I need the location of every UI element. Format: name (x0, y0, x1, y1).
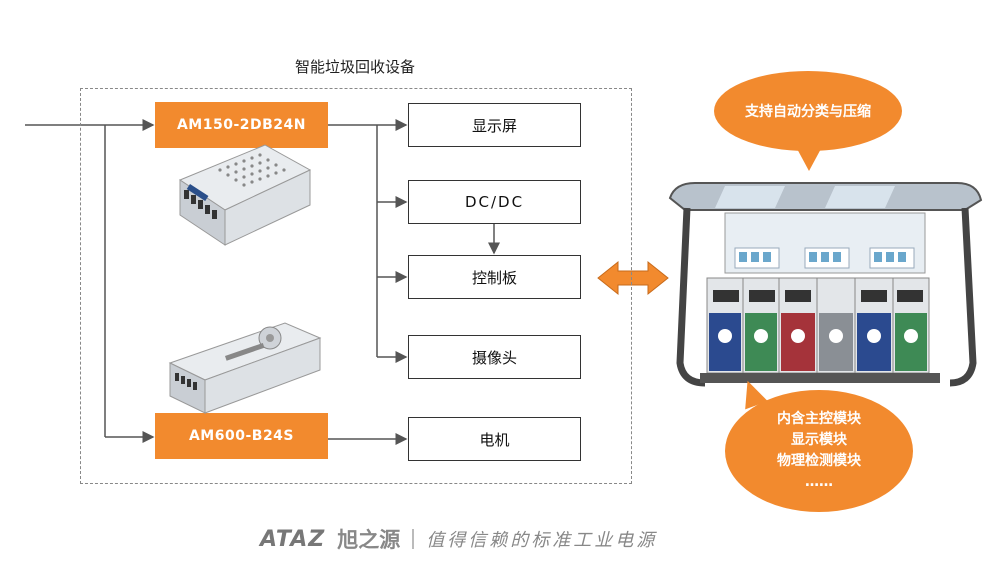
brand-logo-latin: ATAZ (260, 526, 326, 552)
psu-label-bottom: AM600-B24S (155, 413, 328, 459)
callout-bottom-line-2: 显示模块 (791, 432, 847, 448)
brand-slogan: 值得信赖的标准工业电源 (426, 530, 658, 551)
callout-top: 支持自动分类与压缩 (714, 71, 902, 151)
group-title: 智能垃圾回收设备 (294, 58, 415, 76)
callout-bottom-line-4: …… (805, 474, 833, 490)
module-display: 显示屏 (408, 103, 581, 147)
module-camera: 摄像头 (408, 335, 581, 379)
module-dcdc: DC/DC (408, 180, 581, 224)
brand-logo-cn: 旭之源 (337, 528, 401, 552)
callout-top-tail (795, 145, 823, 171)
psu-label-top: AM150-2DB24N (155, 102, 328, 148)
callout-bottom-line-3: 物理检测模块 (777, 453, 861, 469)
recycling-station-image (668, 182, 983, 387)
module-control-board: 控制板 (408, 255, 581, 299)
power-supply-image-top (178, 144, 312, 246)
double-arrow-icon (597, 260, 669, 296)
brand-separator (412, 529, 415, 549)
footer-branding: ATAZ 旭之源 值得信赖的标准工业电源 (260, 524, 657, 554)
device-group-frame (80, 88, 632, 484)
callout-bottom: 内含主控模块 显示模块 物理检测模块 …… (725, 390, 913, 512)
power-supply-image-bottom (168, 322, 322, 414)
callout-bottom-line-1: 内含主控模块 (777, 411, 861, 427)
module-motor: 电机 (408, 417, 581, 461)
